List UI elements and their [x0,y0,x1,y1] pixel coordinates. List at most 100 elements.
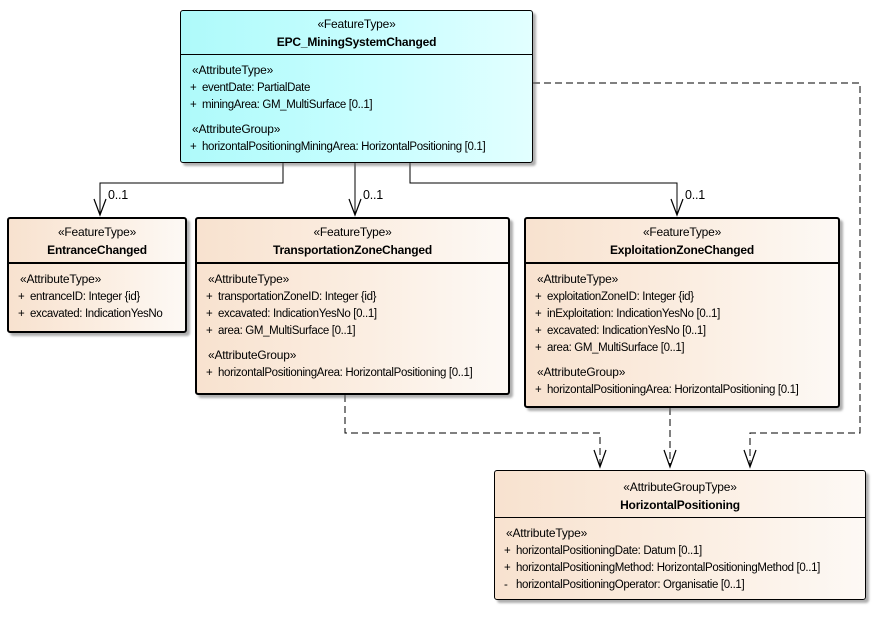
attribute-text: excavated: IndicationYesNo [0..1] [547,325,706,337]
multiplicity-label-entrance: 0..1 [108,188,129,202]
attribute-row: + area: GM_MultiSurface [0..1] [526,340,838,357]
visibility-symbol: + [535,291,542,303]
class-stereotype: «FeatureType» [642,225,722,239]
class-stereotype: «AttributeGroupType» [623,480,737,494]
arrowhead-exploitationzone [670,198,684,217]
visibility-symbol: + [206,325,213,337]
attribute-row: + area: GM_MultiSurface [0..1] [197,323,508,340]
visibility-symbol: + [18,308,25,320]
attribute-row: + excavated: IndicationYesNo [9,306,185,323]
visibility-symbol: + [206,308,213,320]
class-attributes: «AttributeType» + exploitationZoneID: Int… [526,264,838,399]
visibility-symbol: - [504,579,508,591]
class-name: ExploitationZoneChanged [609,243,755,257]
visibility-symbol: + [535,384,542,396]
class-header: «FeatureType» EPC_MiningSystemChanged [181,11,532,55]
section-stereotype: «AttributeType» [20,272,102,286]
class-name: TransportationZoneChanged [272,243,432,257]
class-attributes: «AttributeType» +eventDate: PartialDate … [181,55,532,156]
attribute-section: «AttributeType» +eventDate: PartialDate … [181,62,532,114]
class-stereotype: «FeatureType» [313,225,392,239]
attribute-row: + excavated: IndicationYesNo [0..1] [526,323,838,340]
attribute-row: + eventDate: PartialDate [181,80,532,97]
section-stereotype: «AttributeType» [537,272,619,286]
arrowhead-entrance [93,198,107,217]
attribute-text: horizontalPositioningMethod: HorizontalP… [516,562,820,574]
class-header: «FeatureType» TransportationZoneChanged [197,219,508,264]
section-stereotype: «AttributeGroup» [208,348,297,362]
class-epc-miningsystemchanged[interactable]: «FeatureType» EPC_MiningSystemChanged «A… [180,10,533,163]
attribute-row: + horizontalPositioningDate: Datum [0..1] [495,543,865,560]
arrowhead-hp-middle [663,449,677,469]
association-epc-to-exploitationzone[interactable] [409,163,678,214]
attribute-row: + transportationZoneID: Integer {id} [197,289,508,306]
visibility-symbol: + [18,291,25,303]
visibility-symbol: + [535,308,542,320]
class-attributes: «AttributeType» + transportationZoneID: I… [197,264,508,382]
attribute-section: «AttributeGroup» + horizontalPositioningA… [197,347,508,382]
attribute-text: inExploitation: IndicationYesNo [0..1] [547,308,720,320]
attribute-text: area: GM_MultiSurface [0..1] [218,325,356,337]
attribute-text: eventDate: PartialDate [202,82,311,94]
attribute-text: horizontalPositioningArea: HorizontalPos… [218,367,473,379]
visibility-symbol: + [535,342,542,354]
visibility-symbol: + [206,291,213,303]
attribute-row: + miningArea: GM_MultiSurface [0..1] [181,97,532,114]
attribute-text: miningArea: GM_MultiSurface [0..1] [202,99,373,111]
attribute-row: + inExploitation: IndicationYesNo [0..1] [526,306,838,323]
attribute-section: «AttributeGroup» +horizontalPositioningA… [526,364,838,399]
visibility-symbol: + [190,82,197,94]
class-stereotype: «FeatureType» [57,225,137,239]
class-attributes: «AttributeType» + horizontalPositioningDa… [495,518,865,594]
attribute-section: «AttributeType» + horizontalPositioningDa… [495,525,865,594]
attribute-text: area: GM_MultiSurface [0..1] [547,342,685,354]
class-horizontalpositioning[interactable]: «AttributeGroupType» HorizontalPositioni… [494,470,866,600]
attribute-text: excavated: IndicationYesNo [0..1] [218,308,377,320]
arrowhead-transportationzone [348,198,362,217]
section-stereotype: «AttributeGroup» [192,122,281,136]
visibility-symbol: + [190,99,197,111]
attribute-row: -horizontalPositioningOperator: Organisa… [495,577,865,594]
section-stereotype: «AttributeType» [192,63,274,77]
attribute-text: horizontalPositioningMiningArea: Horizon… [202,141,486,153]
attribute-text: horizontalPositioningDate: Datum [0..1] [516,545,702,557]
attribute-row: + horizontalPositioningMiningArea: Horizo… [181,139,532,156]
class-name: HorizontalPositioning [620,498,740,512]
attribute-row: + exploitationZoneID: Integer {id} [526,289,838,306]
attribute-text: horizontalPositioningOperator: Organisat… [516,579,745,591]
class-header: «AttributeGroupType» HorizontalPositioni… [495,471,865,518]
class-exploitationzonechanged[interactable]: «FeatureType» ExploitationZoneChanged «A… [524,217,840,408]
attribute-row: + entranceID: Integer {id} [9,289,185,306]
class-name: EPC_MiningSystemChanged [276,35,437,49]
attribute-section: «AttributeType» + exploitationZoneID: Int… [526,271,838,357]
attribute-section: «AttributeType» + entranceID: Integer {id… [9,271,185,323]
attribute-row: + horizontalPositioningArea: HorizontalPo… [197,365,508,382]
class-header: «FeatureType» ExploitationZoneChanged [526,219,838,264]
attribute-text: horizontalPositioningArea: HorizontalPos… [547,384,799,396]
visibility-symbol: + [535,325,542,337]
multiplicity-label-transportationzone: 0..1 [363,188,384,202]
class-header: «FeatureType» EntranceChanged [9,219,185,264]
attribute-section: «AttributeType» + transportationZoneID: I… [197,271,508,340]
class-stereotype: «FeatureType» [317,17,396,31]
class-transportationzonechanged[interactable]: «FeatureType» TransportationZoneChanged … [195,217,510,395]
attribute-text: excavated: IndicationYesNo [30,308,163,320]
attribute-section: «AttributeGroup» + horizontalPositioningM… [181,121,532,156]
attribute-row: + horizontalPositioningArea: HorizontalPo… [526,382,838,399]
visibility-symbol: + [504,562,511,574]
class-name: EntranceChanged [47,243,147,257]
visibility-symbol: + [504,545,511,557]
section-stereotype: «AttributeType» [208,272,290,286]
attribute-row: + horizontalPositioningMethod: Horizontal… [495,560,865,577]
visibility-symbol: + [206,367,213,379]
class-entrancechanged[interactable]: «FeatureType» EntranceChanged «Attribute… [7,217,187,333]
attribute-text: entranceID: Integer {id} [30,291,140,303]
attribute-text: exploitationZoneID: Integer {id} [547,291,694,303]
multiplicity-label-exploitationzone: 0..1 [685,188,706,202]
attribute-text: transportationZoneID: Integer {id} [218,291,377,303]
attribute-row: + excavated: IndicationYesNo [0..1] [197,306,508,323]
section-stereotype: «AttributeType» [506,526,588,540]
visibility-symbol: + [190,141,197,153]
arrowhead-hp-left [593,449,607,469]
